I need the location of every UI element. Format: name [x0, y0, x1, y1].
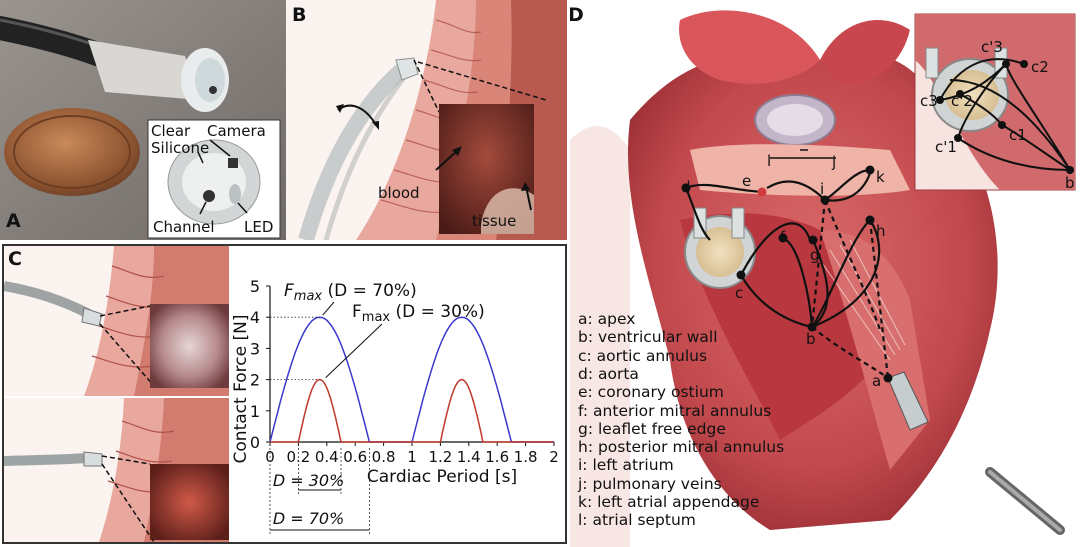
x-axis-title: Cardiac Period [s]	[367, 467, 517, 487]
legend-item: d: aorta	[578, 364, 639, 383]
x-tick-label: 1	[407, 448, 417, 466]
y-tick-label: 1	[250, 402, 260, 421]
point-label-g: g	[810, 246, 820, 264]
legend-item: l: atrial septum	[578, 511, 696, 530]
legend-item: c: aortic annulus	[578, 346, 708, 365]
panel-c-illustration	[4, 246, 229, 542]
heart-illustration	[570, 10, 1076, 547]
legend-item: a: apex	[578, 310, 636, 328]
x-tick-label: 0.6	[343, 448, 367, 466]
point-label-e: e	[742, 172, 752, 190]
y-tick-label: 5	[250, 277, 260, 296]
inset-label-b: b	[1065, 174, 1075, 192]
y-tick-label: 2	[250, 371, 260, 390]
inset-label-cp2: c'2	[951, 92, 973, 110]
point-label-j: j	[832, 153, 837, 171]
legend-item: g: leaflet free edge	[578, 419, 726, 438]
callout-clear: Clear	[151, 122, 191, 140]
arrow-fmax-70	[322, 301, 335, 316]
panel-a-label: A	[6, 210, 21, 232]
callout-led: LED	[244, 218, 274, 236]
legend-item: h: posterior mitral annulus	[578, 438, 785, 457]
panel-c-label: C	[8, 248, 22, 270]
y-tick-label: 0	[250, 433, 260, 452]
duty30-label: D = 30%	[273, 471, 344, 490]
panel-a-photo	[0, 0, 286, 240]
annotation-fmax-30: Fmax (D = 30%)	[352, 302, 485, 325]
panel-d-label: D	[570, 4, 584, 26]
x-tick-label: 1.2	[428, 448, 452, 466]
legend-item: b: ventricular wall	[578, 328, 718, 347]
inset-label-cp1: c'1	[935, 138, 957, 156]
duty70-label: D = 70%	[273, 509, 344, 528]
point-label-f: f	[780, 228, 786, 246]
point-label-a: a	[872, 372, 882, 390]
y-tick-label: 3	[250, 339, 260, 358]
x-tick-label: 1.8	[514, 448, 538, 466]
callout-camera: Camera	[207, 122, 266, 140]
callout-tissue: tissue	[472, 212, 517, 230]
legend-item: j: pulmonary veins	[578, 474, 722, 493]
y-axis-title: Contact Force [N]	[232, 315, 251, 464]
point-label-l: l	[767, 152, 772, 170]
x-tick-label: 0.4	[315, 448, 339, 466]
y-tick-label: 4	[250, 308, 260, 327]
callout-silicone: Silicone	[151, 139, 210, 157]
panel-b-label: B	[292, 4, 307, 26]
legend-item: k: left atrial appendage	[578, 493, 760, 511]
point-label-i: i	[820, 180, 825, 198]
x-tick-label: 0.8	[372, 448, 396, 466]
point-label-k: k	[876, 168, 885, 186]
legend-item: f: anterior mitral annulus	[578, 401, 772, 420]
callout-blood: blood	[378, 184, 420, 202]
inset-label-c1: c1	[1009, 126, 1027, 144]
legend-item: i: left atrium	[578, 456, 674, 475]
arrow-fmax-30	[325, 323, 383, 378]
inset-label-cp3: c'3	[981, 38, 1003, 56]
point-label-c: c	[735, 284, 744, 302]
point-label-d: d	[681, 178, 691, 196]
inset-label-c3: c3	[920, 92, 938, 110]
x-tick-label: 1.4	[457, 448, 481, 466]
legend-item: e: coronary ostium	[578, 383, 724, 402]
panel-a: A Clear Camera Silicone Channel LED	[0, 0, 286, 240]
panel-b: B blood tissue	[286, 0, 567, 240]
point-label-b: b	[806, 330, 816, 348]
series-line-1	[270, 378, 554, 443]
panel-b-illustration	[286, 0, 567, 240]
panel-d: D d e l j i k f g h c b a c'3 c2 c3 c'2 …	[570, 0, 1080, 547]
inset-label-c2: c2	[1031, 58, 1049, 76]
point-label-h: h	[876, 222, 886, 240]
x-tick-label: 1.6	[485, 448, 509, 466]
x-tick-label: 2	[549, 448, 559, 466]
callout-channel: Channel	[153, 218, 215, 236]
annotation-fmax-70: Fmax (D = 70%)	[284, 281, 417, 304]
